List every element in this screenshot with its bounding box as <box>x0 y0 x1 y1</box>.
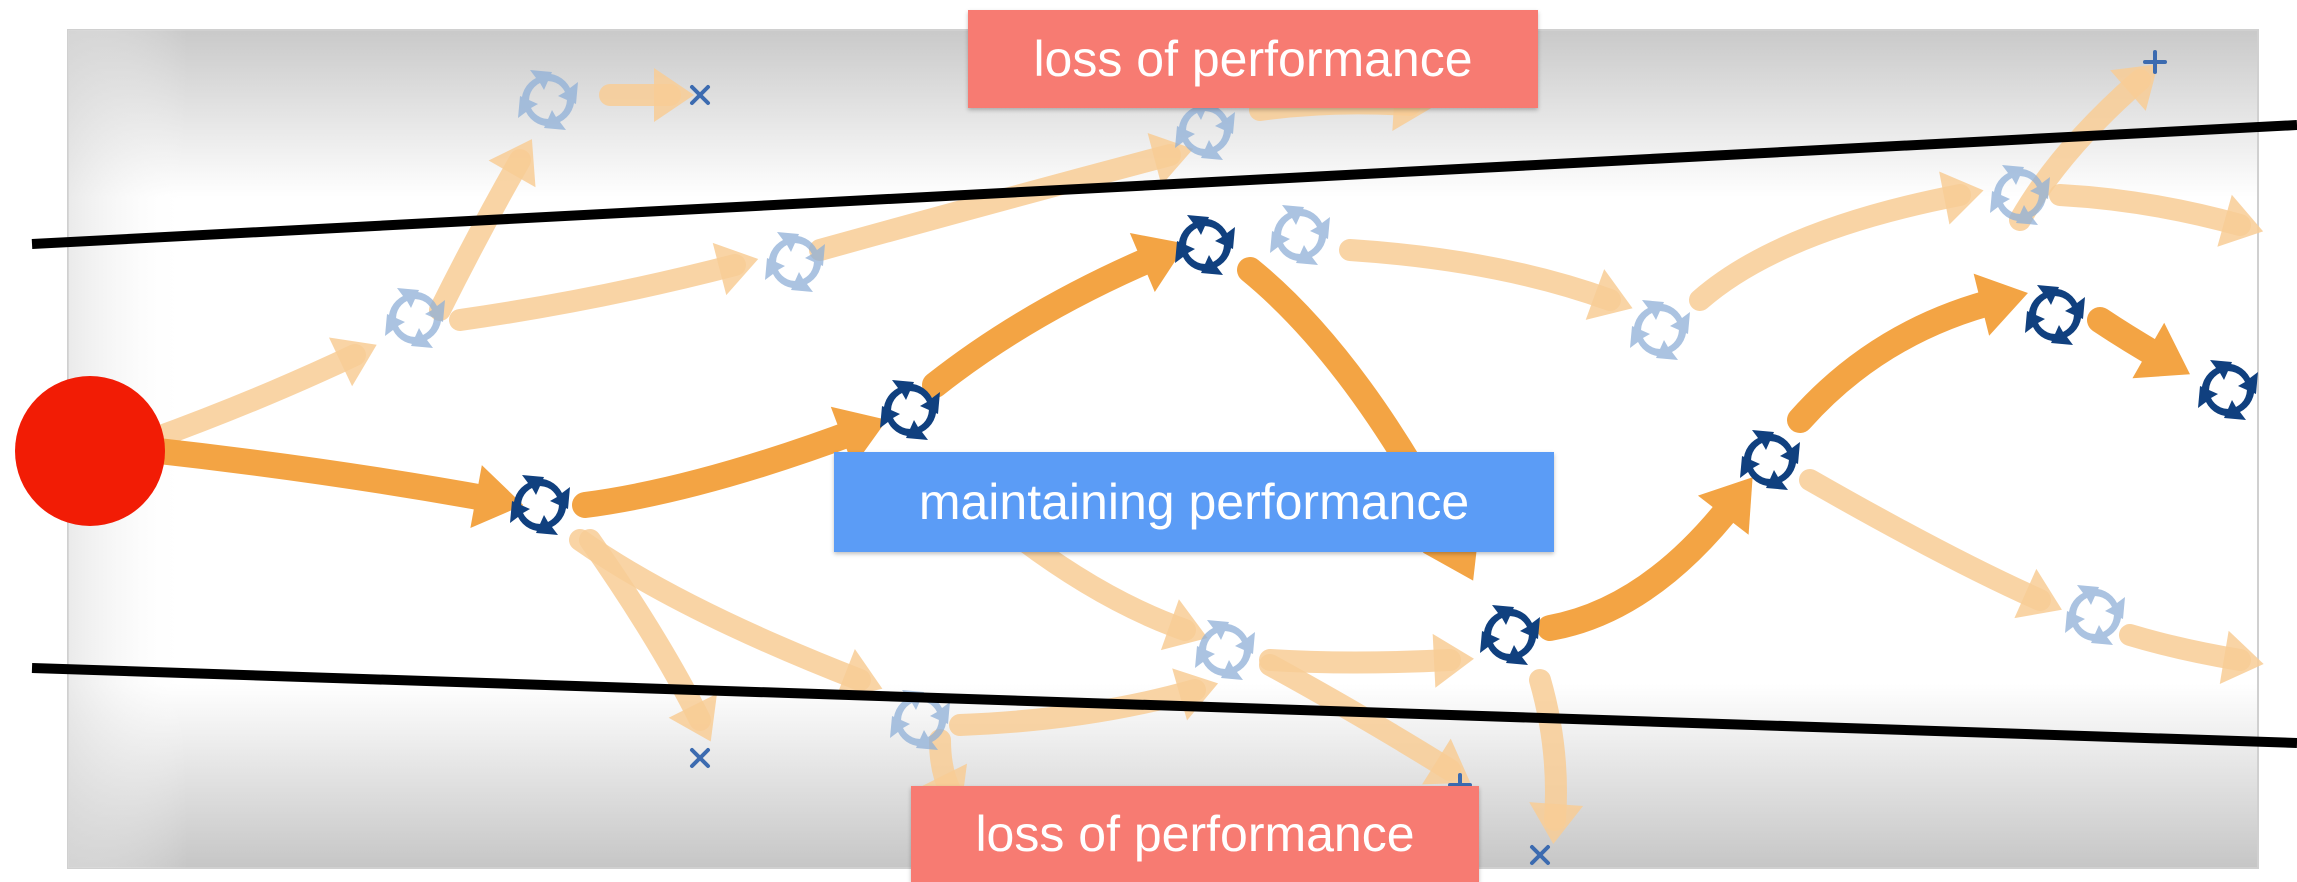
x-mark-stroke <box>690 748 710 768</box>
arrow-head <box>2110 64 2159 111</box>
upper-boundary-line <box>31 120 2297 249</box>
arrow-head <box>1147 132 1194 186</box>
recycle-arrow-segment <box>1993 165 2024 201</box>
maintaining-performance-label: maintaining performance <box>834 452 1554 552</box>
loss-of-performance-bottom-label: loss of performance <box>911 786 1479 882</box>
strong-pathway-arrow <box>572 417 873 518</box>
arrow-head <box>470 465 524 529</box>
arrow-head <box>328 337 377 387</box>
recycle-arrow-segment <box>2028 285 2059 321</box>
faint-pathway-arrow <box>1259 654 1461 781</box>
recycle-arrow-segment <box>521 70 552 106</box>
arrow-head <box>1432 633 1474 688</box>
arrow-head <box>1422 738 1471 785</box>
recycle-arrows-icon <box>2198 360 2258 420</box>
x-mark-icon <box>690 85 710 105</box>
recycle-arrow-segment <box>1483 605 1514 641</box>
arrow-head <box>1160 599 1208 651</box>
faint-pathway-arrow <box>449 254 746 331</box>
arrow-head <box>1129 233 1187 292</box>
plus-mark-icon <box>2143 50 2167 74</box>
strong-pathway-arrow <box>922 242 1173 398</box>
recycle-arrows-icon <box>1990 165 2050 225</box>
recycle-arrow-segment <box>1198 620 1229 656</box>
recycle-arrow-segment <box>1743 430 1774 466</box>
recycle-arrow-segment <box>2068 585 2099 621</box>
recycle-arrow-segment <box>883 380 914 416</box>
arrow-heads <box>328 64 2264 844</box>
recycle-arrow-segment <box>1178 100 1209 136</box>
recycle-arrow-segment <box>1633 300 1664 336</box>
recycle-arrows-icon <box>1630 300 1690 360</box>
faint-pathway-arrow <box>949 679 1206 736</box>
decision-nodes <box>385 70 2258 750</box>
faint-pathway-arrow <box>579 529 711 731</box>
faint-pathway-arrow <box>2009 69 2151 231</box>
recycle-arrow-segment <box>768 232 799 268</box>
start-point-dot <box>15 376 165 526</box>
arrow-head <box>2014 568 2062 619</box>
arrow-head <box>1529 802 1584 844</box>
recycle-arrows-icon <box>1480 605 1540 665</box>
arrow-head <box>668 693 717 742</box>
recycle-arrows-icon <box>510 475 570 535</box>
arrow-head <box>2219 630 2264 685</box>
recycle-arrows-icon <box>518 70 578 130</box>
faint-pathway-arrow <box>1259 649 1461 674</box>
recycle-arrows-icon <box>1175 100 1235 160</box>
faint-pathway-arrow <box>429 149 531 321</box>
recycle-arrow-segment <box>2201 360 2232 396</box>
recycle-arrows-icon <box>880 380 940 440</box>
recycle-arrows-icon <box>1175 215 1235 275</box>
recycle-arrow-segment <box>1273 205 1304 241</box>
recycle-arrows-icon <box>385 288 445 348</box>
recycle-arrows-icon <box>765 232 825 292</box>
x-mark-stroke <box>690 85 710 105</box>
recycle-arrows-icon <box>1195 620 1255 680</box>
loss-of-performance-top-label: loss of performance <box>968 10 1538 108</box>
arrow-head <box>1585 269 1633 320</box>
recycle-arrows-icon <box>2065 585 2125 645</box>
arrow-head <box>1973 273 2028 336</box>
arrow-head <box>712 242 759 296</box>
strong-pathways <box>137 242 2178 641</box>
strong-pathway-arrow <box>137 437 508 513</box>
arrow-head <box>2132 322 2191 379</box>
recycle-arrows-icon <box>1270 205 1330 265</box>
arrow-head <box>835 649 883 700</box>
faint-pathway-arrow <box>809 144 1181 261</box>
arrow-head <box>830 406 887 467</box>
recycle-arrow-segment <box>1178 215 1209 251</box>
lower-boundary-line <box>31 663 2297 748</box>
recycle-arrows-icon <box>1740 430 1800 490</box>
faint-pathway-arrow <box>2049 184 2251 236</box>
x-mark-icon <box>1530 845 1550 865</box>
arrow-head <box>488 139 536 188</box>
strong-pathway-arrow <box>1787 287 2013 433</box>
arrow-head <box>1697 477 1753 535</box>
arrow-head <box>654 68 694 122</box>
arrow-head <box>1939 171 1984 225</box>
faint-pathways <box>139 69 2251 831</box>
recycle-arrows-icon <box>2025 285 2085 345</box>
faint-pathway-arrow <box>1689 184 1971 311</box>
faint-pathway-arrow <box>139 344 366 451</box>
arrow-head <box>2217 194 2264 247</box>
faint-pathway-arrow <box>1799 469 2051 611</box>
strong-pathway-arrow <box>1537 487 1748 641</box>
x-mark-icon <box>690 748 710 768</box>
terminal-marks <box>690 50 2167 865</box>
recycle-arrow-segment <box>513 475 544 511</box>
recycle-arrow-segment <box>388 288 419 324</box>
x-mark-stroke <box>1530 845 1550 865</box>
faint-pathway-arrow <box>1339 239 1621 311</box>
